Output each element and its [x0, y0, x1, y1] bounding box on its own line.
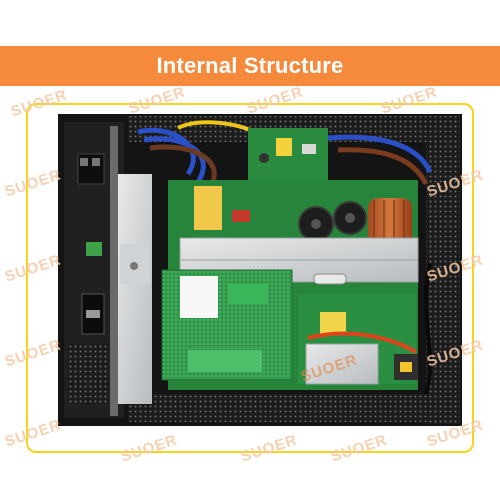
bottom-vent — [128, 394, 448, 422]
product-photo — [58, 114, 462, 426]
blue-wire — [137, 127, 196, 176]
fuse — [313, 273, 347, 285]
header-banner: Internal Structure — [0, 46, 500, 86]
transformer — [194, 186, 222, 230]
page-title: Internal Structure — [156, 53, 344, 78]
lower-heatsink — [305, 343, 379, 385]
red-wire — [307, 331, 417, 354]
green-connector — [86, 242, 102, 256]
metal-bracket — [118, 174, 152, 404]
fan-grill — [68, 344, 108, 404]
